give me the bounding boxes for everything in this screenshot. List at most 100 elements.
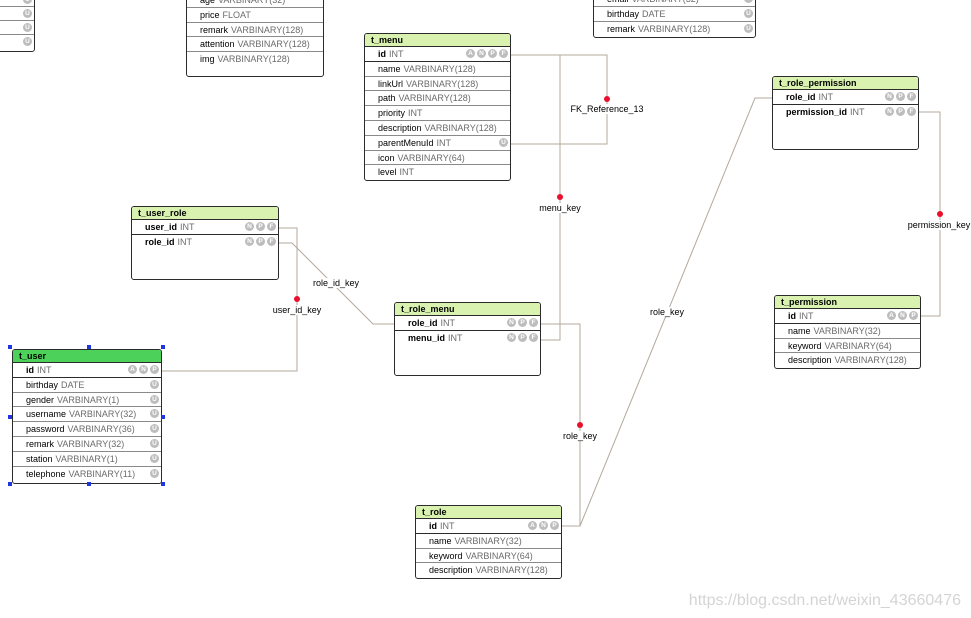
fk-reference-13-line[interactable] [511,54,608,145]
flag-u-icon: U [744,0,753,3]
column-type: VARBINARY(64) [465,550,533,561]
column-name: telephone [26,468,66,479]
table-header[interactable]: t_user [13,350,161,363]
table-header[interactable]: t_permission [775,296,920,309]
column-flags: U [150,453,159,463]
role-key-lower-dot[interactable] [577,422,583,428]
permission-key-line[interactable] [919,111,941,317]
table-partial-top-right[interactable]: emailVARBINARY(32)UbirthdayDATEUremarkVA… [593,0,756,38]
column-name: role_id [786,92,816,102]
column-flags: U [499,137,508,147]
column-type: VARBINARY(1) [57,394,120,405]
column-name: id [429,521,437,531]
table-header[interactable]: t_menu [365,34,510,47]
flag-u-icon: U [23,9,32,18]
fk-reference-13-dot[interactable] [604,96,610,102]
column-name: name [788,325,811,336]
role-key-line-upper[interactable] [579,97,773,527]
resize-handle[interactable] [161,482,165,486]
flag-u-icon: U [23,37,32,46]
flag-n-icon: N [507,318,516,327]
fk-reference-13-label: FK_Reference_13 [569,104,645,114]
resize-handle[interactable] [8,482,12,486]
column-flags: U [150,468,159,478]
resize-handle[interactable] [161,345,165,349]
flag-u-icon: U [150,438,159,448]
table-header[interactable]: t_user_role [132,207,278,220]
column-name: description [788,355,832,366]
table-header[interactable]: t_role_permission [773,77,918,90]
table-header[interactable]: t_role_menu [395,303,540,316]
resize-handle[interactable] [87,345,91,349]
column-row[interactable]: emailVARBINARY(32)U [594,0,755,7]
column-name: keyword [429,550,463,561]
table-header[interactable]: t_role [416,506,561,519]
column-type: DATE [642,8,666,19]
user-id-key-dot[interactable] [294,296,300,302]
column-type: VARBINARY(64) [397,152,465,163]
column-type: VARBINARY(32) [218,0,286,5]
resize-handle[interactable] [8,415,12,419]
resize-handle[interactable] [87,482,91,486]
column-name: parentMenuId [378,137,434,148]
flag-f-icon: F [907,106,916,116]
permission-key-dot[interactable] [937,211,943,217]
menu-key-line[interactable] [511,54,561,341]
resize-handle[interactable] [161,415,165,419]
column-flags: U [744,8,753,18]
role-key-line-lower[interactable] [541,323,581,527]
menu-key-dot[interactable] [557,194,563,200]
flag-n-icon: N [885,92,894,101]
partial-table-top-left[interactable]: U U U U [0,0,35,52]
resize-handle[interactable] [8,345,12,349]
